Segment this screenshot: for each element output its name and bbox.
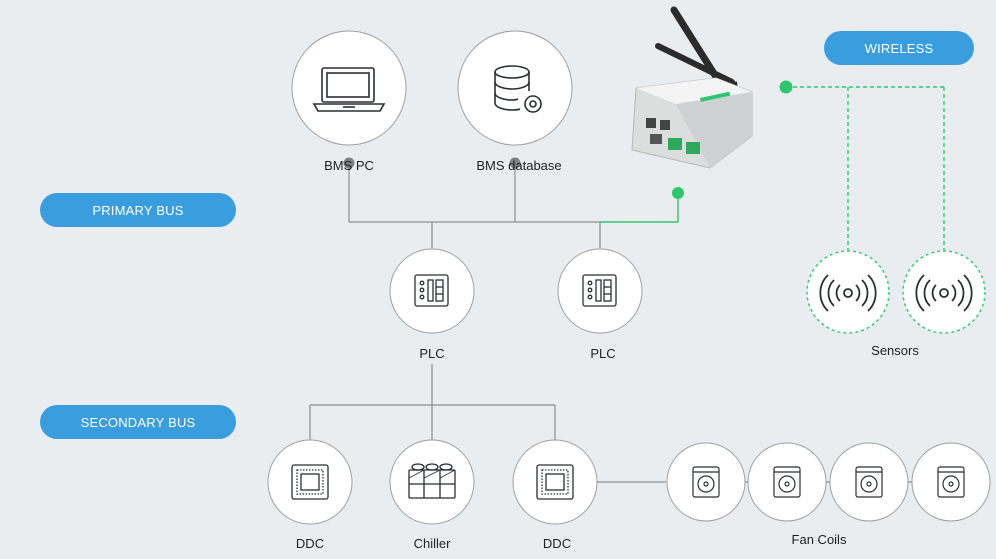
- wireless-sensor-icon: [819, 274, 877, 312]
- plc-controller-icon: [582, 274, 617, 307]
- wireless-sensor-icon: [915, 274, 973, 312]
- plc-controller-icon: [414, 274, 449, 307]
- fan-coil-node-2: [747, 442, 827, 522]
- chiller-label: Chiller: [413, 536, 451, 551]
- gateway-link: [600, 198, 679, 223]
- database-gear-icon: [494, 65, 542, 113]
- ddc-right-node: [512, 439, 598, 525]
- plc-left-label: PLC: [419, 346, 445, 361]
- bms-db-port-dot: [509, 157, 521, 169]
- plc-right-node: [557, 248, 643, 334]
- fan-coils-label: Fan Coils: [791, 532, 847, 547]
- sensor-node-1: [806, 250, 890, 334]
- ddc-right-label: DDC: [542, 536, 572, 551]
- fan-coil-node-3: [829, 442, 909, 522]
- ddc-left-node: [267, 439, 353, 525]
- wireless-pill: WIRELESS: [824, 31, 974, 65]
- sensors-label: Sensors: [871, 343, 919, 358]
- wireless-gateway-device: [631, 6, 753, 169]
- fan-coil-icon: [692, 466, 720, 498]
- bms-database-label: BMS database: [476, 158, 562, 173]
- fan-coil-icon: [937, 466, 965, 498]
- wireless-origin-dot: [779, 80, 793, 94]
- secondary-bus-pill: SECONDARY BUS: [40, 405, 236, 439]
- bms-pc-label: BMS PC: [324, 158, 374, 173]
- fan-coil-node-1: [666, 442, 746, 522]
- bms-pc-node: [291, 30, 407, 146]
- bms-database-node: [457, 30, 573, 146]
- fan-coil-icon: [855, 466, 883, 498]
- chiller-node: [389, 439, 475, 525]
- ddc-controller-icon: [536, 464, 574, 500]
- sensor-node-2: [902, 250, 986, 334]
- wireless-lines: [786, 86, 945, 250]
- laptop-icon: [312, 67, 386, 112]
- ddc-left-label: DDC: [295, 536, 325, 551]
- ddc-controller-icon: [291, 464, 329, 500]
- fan-coil-icon: [773, 466, 801, 498]
- primary-bus-pill: PRIMARY BUS: [40, 193, 236, 227]
- gateway-port-dot: [672, 187, 684, 199]
- plc-left-node: [389, 248, 475, 334]
- chiller-icon: [408, 463, 456, 499]
- bms-pc-port-dot: [343, 157, 355, 169]
- plc-right-label: PLC: [590, 346, 616, 361]
- fan-coil-node-4: [911, 442, 991, 522]
